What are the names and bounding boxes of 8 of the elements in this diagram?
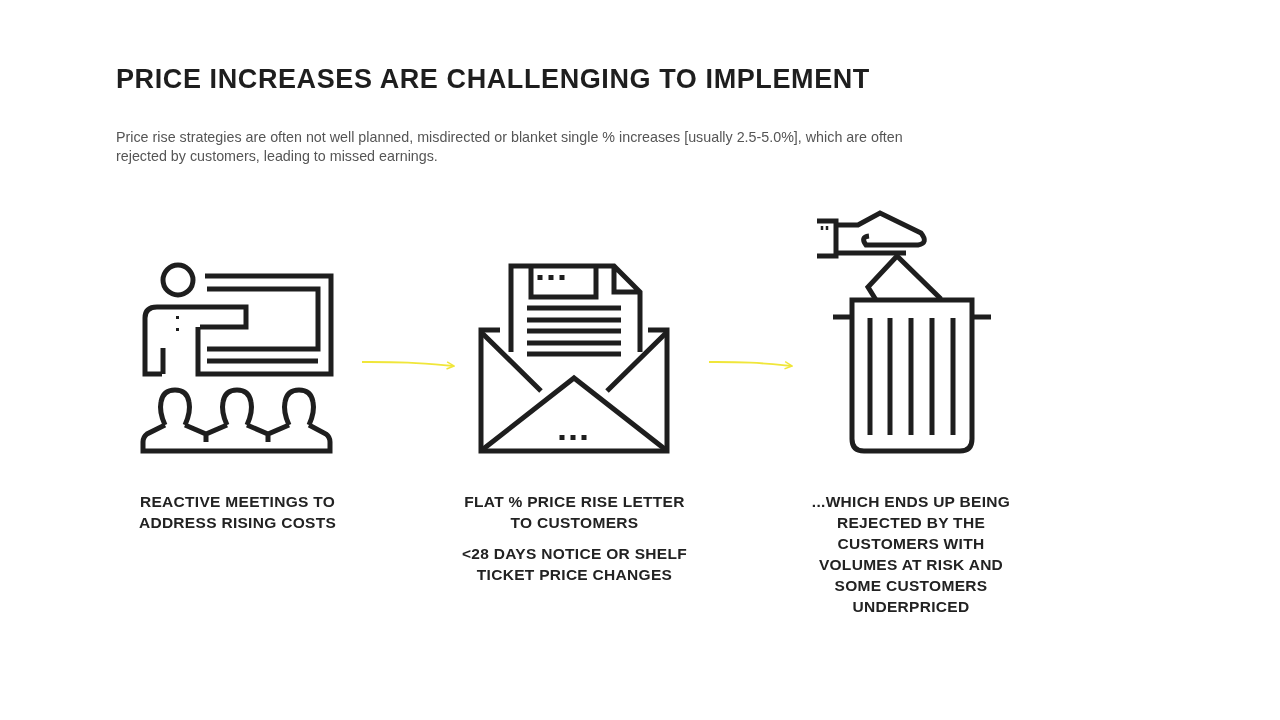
step-note: <28 DAYS NOTICE OR SHELF TICKET PRICE CHANGES bbox=[462, 544, 687, 585]
description-text: Price rise strategies are often not well planned, misdirected or blanket single % increases [usually 2.5-5.0%], which are often rejected by customers, leading to missed earnings. bbox=[116, 128, 904, 166]
slide-title: PRICE INCREASES ARE CHALLENGING TO IMPLEMENT bbox=[116, 64, 870, 95]
step-caption: REACTIVE MEETINGS TO ADDRESS RISING COSTS bbox=[137, 492, 338, 533]
arrow bbox=[708, 361, 793, 370]
arrow bbox=[361, 361, 455, 370]
step-caption: FLAT % PRICE RISE LETTER TO CUSTOMERS bbox=[463, 492, 686, 533]
step-caption: ...WHICH ENDS UP BEING REJECTED BY THE CUSTOMERS WITH VOLUMES AT RISK AND SOME CUSTOMERS UNDERPRICED bbox=[810, 492, 1012, 617]
